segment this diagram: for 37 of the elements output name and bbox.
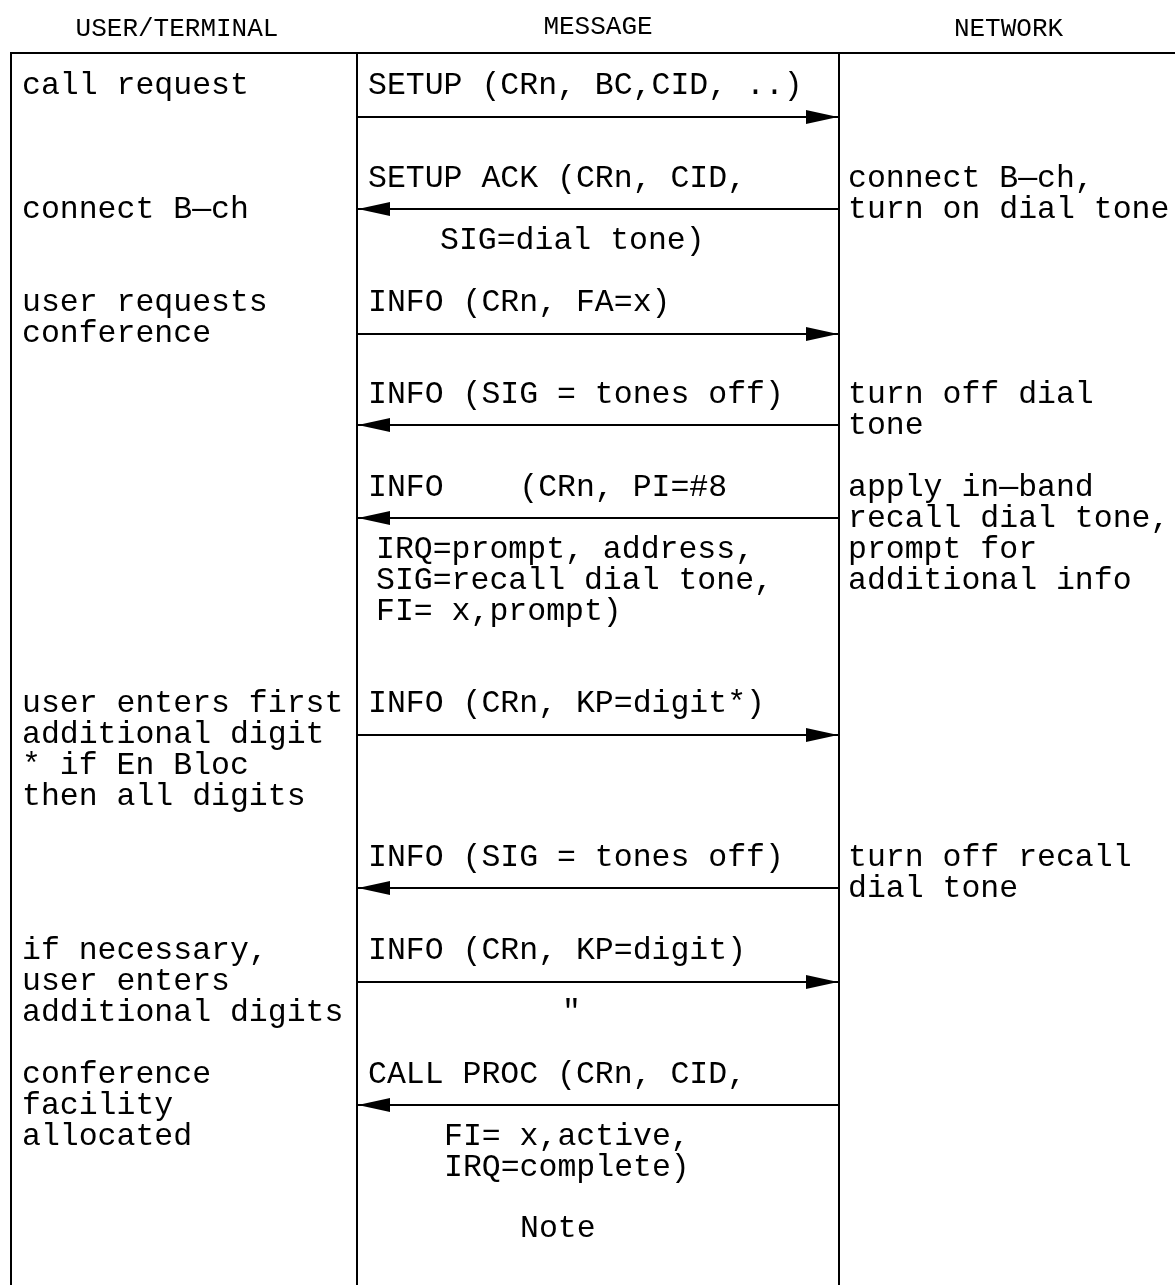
- message-arrow: [357, 418, 839, 432]
- action-text: if necessary, user enters additional digits: [22, 935, 345, 1028]
- action-text: conference facility allocated: [22, 1059, 213, 1152]
- column-header: NETWORK: [952, 14, 1065, 44]
- action-text: turn off recall dial tone: [848, 842, 1133, 904]
- message-text: INFO (SIG = tones off): [368, 842, 784, 873]
- message-text: INFO (CRn, FA=x): [368, 287, 671, 318]
- ditto-mark: ": [562, 997, 581, 1028]
- action-text: connect B—ch, turn on dial tone: [848, 163, 1171, 225]
- message-text: SETUP (CRn, BC,CID, ..): [368, 70, 803, 101]
- footnote-text: * if En Bloc then all digits: [22, 750, 306, 812]
- message-text: INFO (SIG = tones off): [368, 379, 784, 410]
- message-arrow: [357, 511, 839, 525]
- action-text: apply in—band recall dial tone, prompt for additional info: [848, 472, 1171, 596]
- message-arrow: [357, 110, 839, 124]
- message-text: FI= x,active, IRQ=complete): [444, 1121, 691, 1183]
- note-text: Note: [520, 1213, 596, 1244]
- message-arrow: [357, 881, 839, 895]
- message-arrow: [357, 202, 839, 216]
- column-header: MESSAGE: [542, 12, 654, 42]
- message-text: INFO (CRn, KP=digit): [368, 935, 747, 966]
- message-arrow: [357, 728, 839, 742]
- action-text: user enters first additional digit: [22, 688, 345, 750]
- action-text: user requests conference: [22, 287, 269, 349]
- message-text: CALL PROC (CRn, CID,: [368, 1059, 747, 1090]
- action-text: turn off dial tone: [848, 379, 1095, 441]
- message-text: INFO (CRn, PI=#8: [368, 472, 728, 503]
- message-text: SETUP ACK (CRn, CID,: [368, 163, 747, 194]
- message-arrow: [357, 327, 839, 341]
- column-header: USER/TERMINAL: [74, 14, 280, 44]
- action-text: connect B—ch: [22, 194, 250, 225]
- message-arrow: [357, 1098, 839, 1112]
- message-arrow: [357, 975, 839, 989]
- message-text: INFO (CRn, KP=digit*): [368, 688, 765, 719]
- message-text: SIG=dial tone): [440, 225, 705, 256]
- message-text: IRQ=prompt, address, SIG=recall dial tone, FI= x,prompt): [376, 534, 774, 627]
- action-text: call request: [22, 70, 250, 101]
